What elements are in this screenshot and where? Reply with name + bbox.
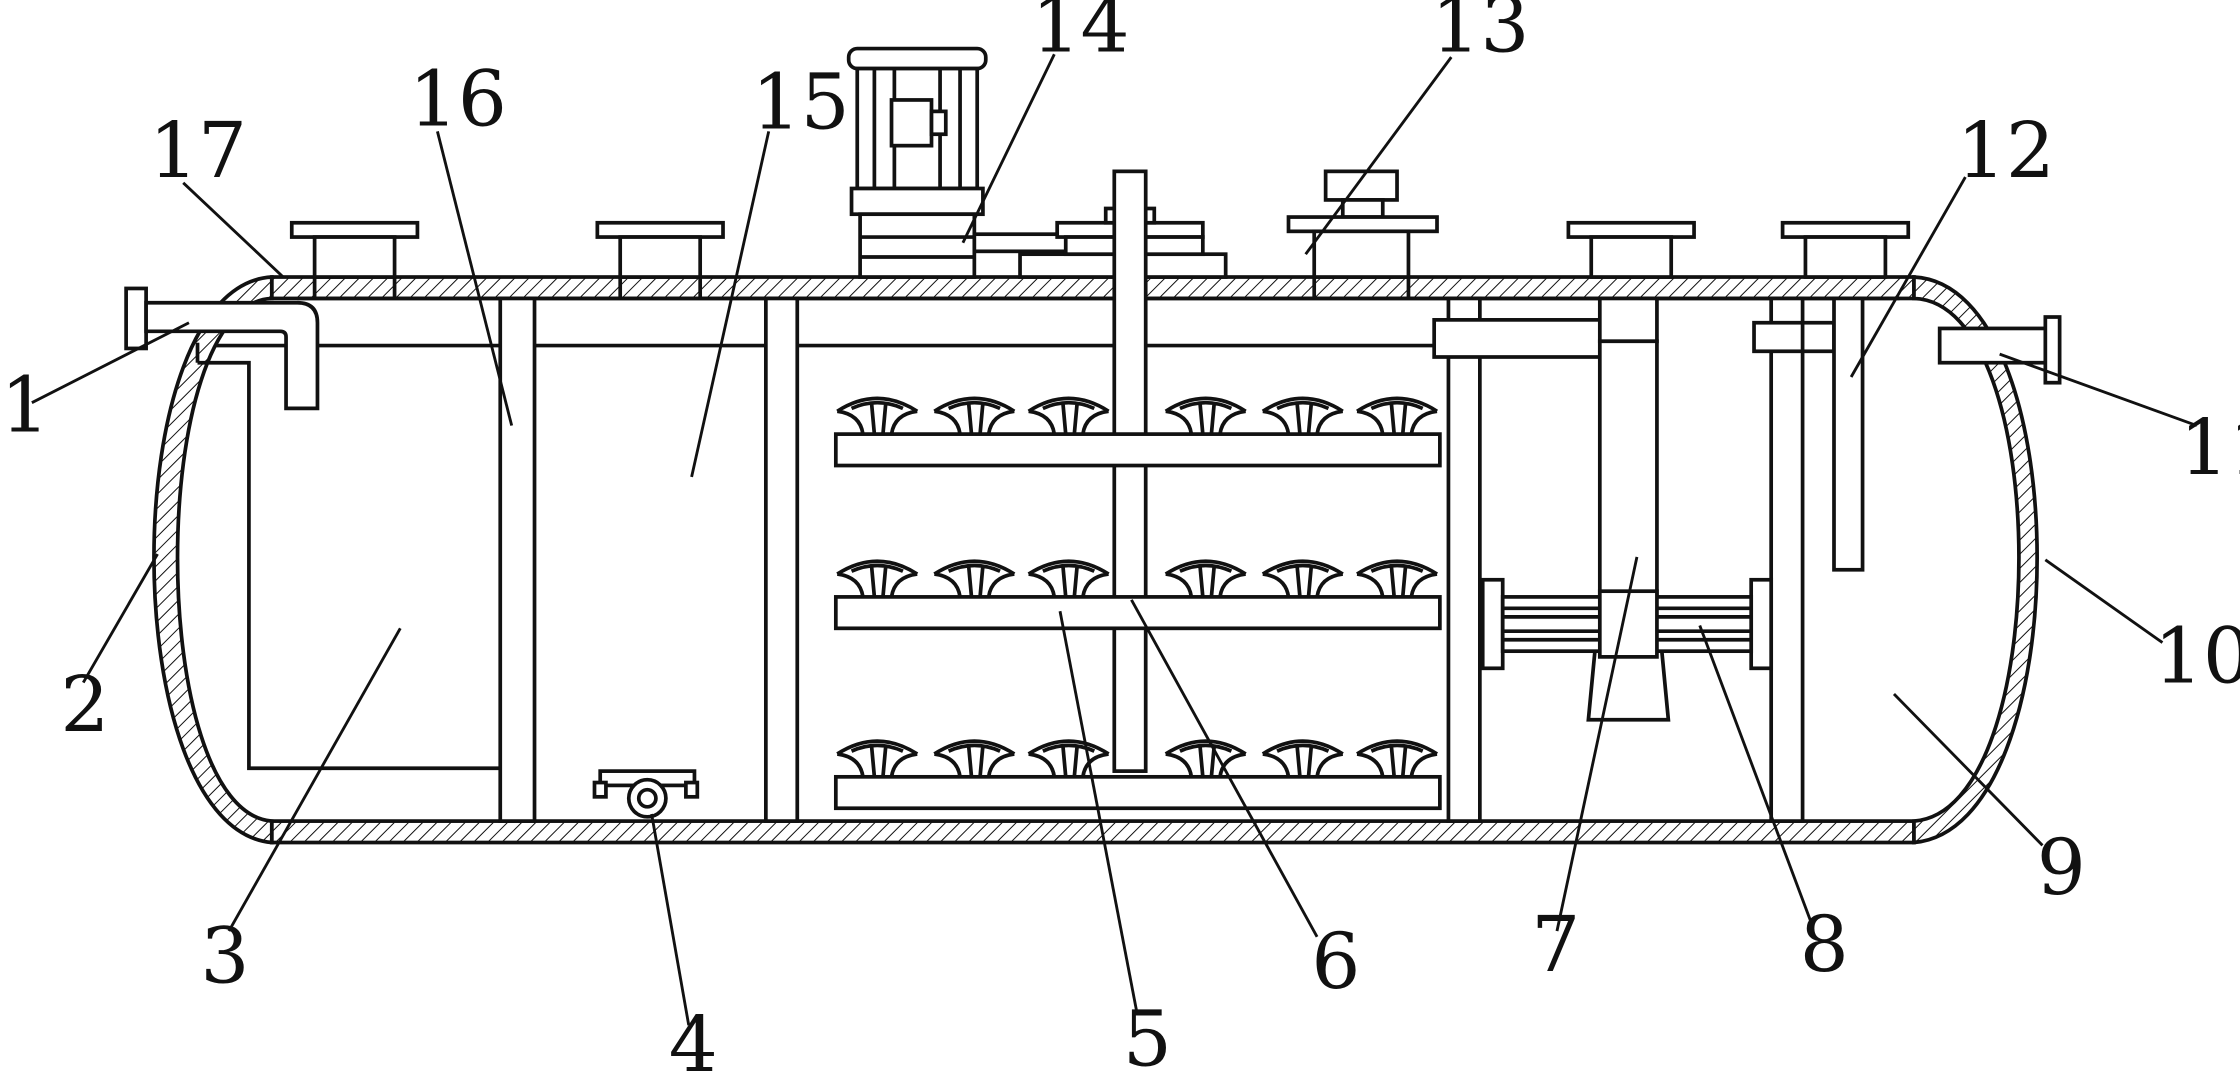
transmission xyxy=(972,206,1228,279)
manhole-3 xyxy=(1566,220,1696,279)
filler-shelves xyxy=(833,396,1442,811)
stirring-shaft xyxy=(1112,169,1148,773)
sedimentation-unit xyxy=(1432,296,1774,722)
filler-media xyxy=(933,396,1016,435)
label-7: 7 xyxy=(1531,900,1580,990)
partition-a xyxy=(763,296,800,823)
filler-media xyxy=(1027,739,1110,778)
label-12: 12 xyxy=(1957,106,2055,196)
filler-media xyxy=(1261,739,1344,778)
filler-media xyxy=(836,396,919,435)
filler-media xyxy=(1261,396,1344,435)
filler-media xyxy=(836,739,919,778)
filler-media xyxy=(1356,559,1439,598)
label-1: 1 xyxy=(0,360,49,450)
label-2: 2 xyxy=(60,660,109,750)
right-head xyxy=(1912,275,2039,845)
manhole-4 xyxy=(1780,220,1911,279)
label-6: 6 xyxy=(1311,917,1360,1007)
outlet-pipe xyxy=(1937,315,2062,385)
filler-media xyxy=(933,739,1016,778)
filler-shelf xyxy=(833,774,1442,811)
top-wall xyxy=(269,275,1916,301)
filler-shelf xyxy=(833,432,1442,468)
label-4: 4 xyxy=(669,1000,718,1071)
partition-c xyxy=(1769,296,1805,823)
filler-media xyxy=(836,559,919,598)
drain-valve xyxy=(592,769,700,819)
filler-media xyxy=(933,559,1016,598)
label-17: 17 xyxy=(149,106,247,196)
label-11: 11 xyxy=(2180,403,2240,493)
label-8: 8 xyxy=(1800,900,1849,990)
filler-media xyxy=(1027,396,1110,435)
motor xyxy=(846,46,988,279)
label-9: 9 xyxy=(2037,823,2086,913)
filler-media xyxy=(1164,396,1247,435)
label-14: 14 xyxy=(1031,0,1129,70)
filler-media xyxy=(1027,559,1110,598)
manhole-2 xyxy=(595,220,725,299)
filler-media xyxy=(1356,739,1439,778)
outlet-riser xyxy=(1752,296,1865,572)
partition-16 xyxy=(498,296,537,823)
filler-media xyxy=(1164,559,1247,598)
inlet-pipe xyxy=(124,286,320,411)
leader-lines xyxy=(31,53,2198,1026)
filler-shelf xyxy=(833,595,1442,631)
manhole-1 xyxy=(289,220,420,299)
label-16: 16 xyxy=(409,55,507,145)
partition-b xyxy=(1446,296,1482,823)
filler-media xyxy=(1164,739,1247,778)
label-15: 15 xyxy=(752,58,850,148)
left-head xyxy=(152,275,274,845)
label-3: 3 xyxy=(200,911,249,1001)
filler-media xyxy=(1261,559,1344,598)
label-13: 13 xyxy=(1431,0,1529,70)
filler-media xyxy=(1356,396,1439,435)
label-10: 10 xyxy=(2154,612,2240,702)
bottom-wall xyxy=(269,819,1916,845)
label-5: 5 xyxy=(1123,994,1172,1071)
